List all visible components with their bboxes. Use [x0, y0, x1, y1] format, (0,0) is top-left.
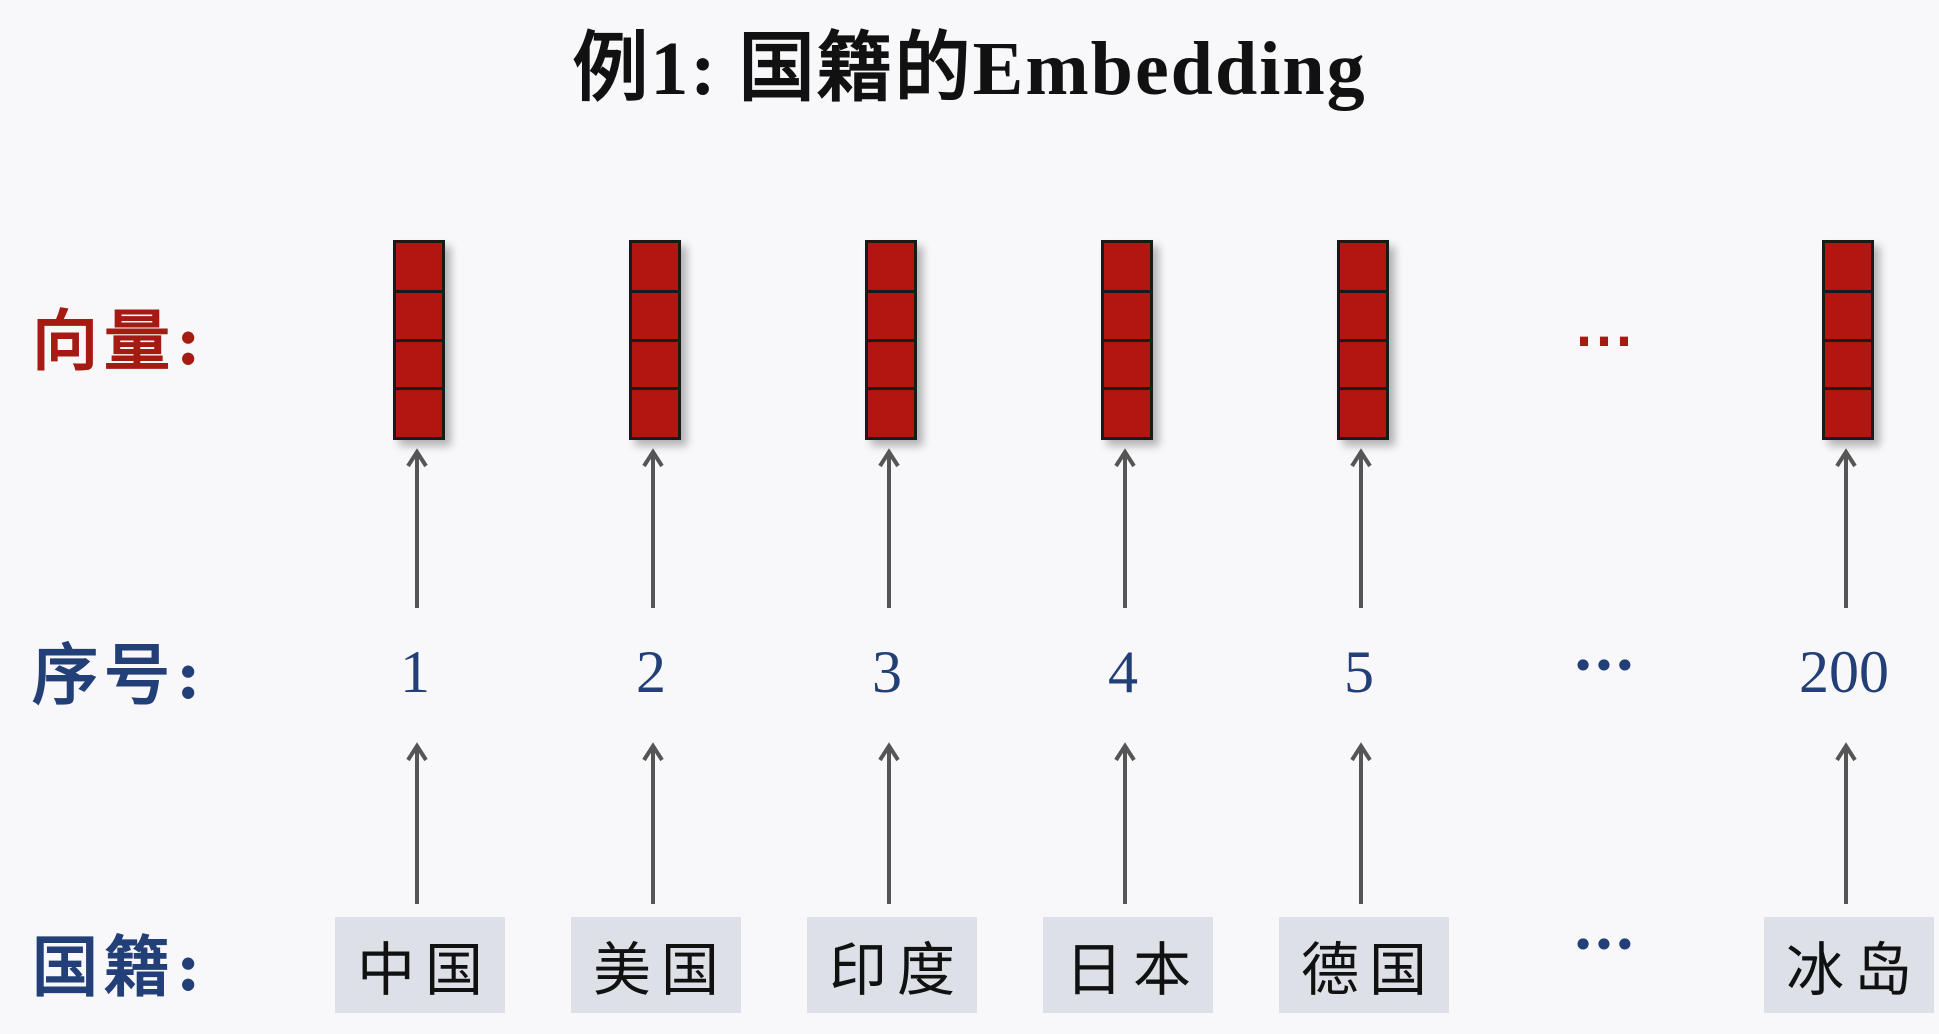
embedding-vector	[865, 240, 917, 440]
embedding-column: 4 日本	[1033, 0, 1213, 1034]
vector-cell-divider	[632, 387, 678, 390]
nation-box: 日本	[1043, 917, 1213, 1013]
nation-box: 中国	[335, 917, 505, 1013]
vector-cell-divider	[396, 338, 442, 342]
vector-cell-divider	[1340, 338, 1386, 342]
embedding-column: 2 美国	[561, 0, 741, 1034]
up-arrow	[878, 742, 900, 904]
embedding-column: 5 德国	[1269, 0, 1449, 1034]
embedding-vector	[1101, 240, 1153, 440]
nation-box: 德国	[1279, 917, 1449, 1013]
vector-cell-divider	[868, 338, 914, 342]
nation-box: 冰岛	[1764, 917, 1934, 1013]
index-row-label: 序号:	[32, 636, 207, 714]
up-arrow	[1835, 448, 1857, 608]
index-number: 4	[1108, 639, 1138, 705]
up-arrow	[1114, 448, 1136, 608]
vector-ellipsis: ⋯	[1574, 305, 1634, 375]
vector-cell-divider	[632, 338, 678, 342]
vector-row-label: 向量:	[32, 302, 207, 380]
index-ellipsis: ···	[1572, 631, 1636, 701]
up-arrow	[1350, 742, 1372, 904]
embedding-column: 1 中国	[325, 0, 505, 1034]
vector-cell-divider	[868, 387, 914, 390]
up-arrow	[1350, 448, 1372, 608]
embedding-vector	[1337, 240, 1389, 440]
nation-ellipsis: ···	[1572, 910, 1636, 980]
embedding-column: 3 印度	[797, 0, 977, 1034]
vector-cell-divider	[1104, 387, 1150, 390]
vector-cell-divider	[1340, 387, 1386, 390]
index-number: 5	[1344, 639, 1374, 705]
vector-cell-divider	[396, 290, 442, 293]
up-arrow	[1114, 742, 1136, 904]
up-arrow	[642, 448, 664, 608]
vector-cell-divider	[1104, 290, 1150, 293]
index-number: 1	[400, 639, 430, 705]
up-arrow	[878, 448, 900, 608]
vector-cell-divider	[632, 290, 678, 293]
up-arrow	[406, 742, 428, 904]
embedding-vector	[629, 240, 681, 440]
embedding-column: 200 冰岛	[1754, 0, 1934, 1034]
vector-cell-divider	[1825, 387, 1871, 390]
index-number: 2	[636, 639, 666, 705]
vector-cell-divider	[1340, 290, 1386, 293]
index-number: 3	[872, 639, 902, 705]
embedding-vector	[393, 240, 445, 440]
vector-cell-divider	[1104, 338, 1150, 342]
index-number: 200	[1799, 639, 1889, 705]
nation-box: 美国	[571, 917, 741, 1013]
up-arrow	[642, 742, 664, 904]
vector-cell-divider	[1825, 338, 1871, 342]
nation-row-label: 国籍:	[32, 928, 207, 1006]
embedding-vector	[1822, 240, 1874, 440]
vector-cell-divider	[396, 387, 442, 390]
nation-box: 印度	[807, 917, 977, 1013]
up-arrow	[406, 448, 428, 608]
up-arrow	[1835, 742, 1857, 904]
page-title: 例1: 国籍的Embedding	[572, 27, 1367, 111]
vector-cell-divider	[868, 290, 914, 293]
vector-cell-divider	[1825, 290, 1871, 293]
